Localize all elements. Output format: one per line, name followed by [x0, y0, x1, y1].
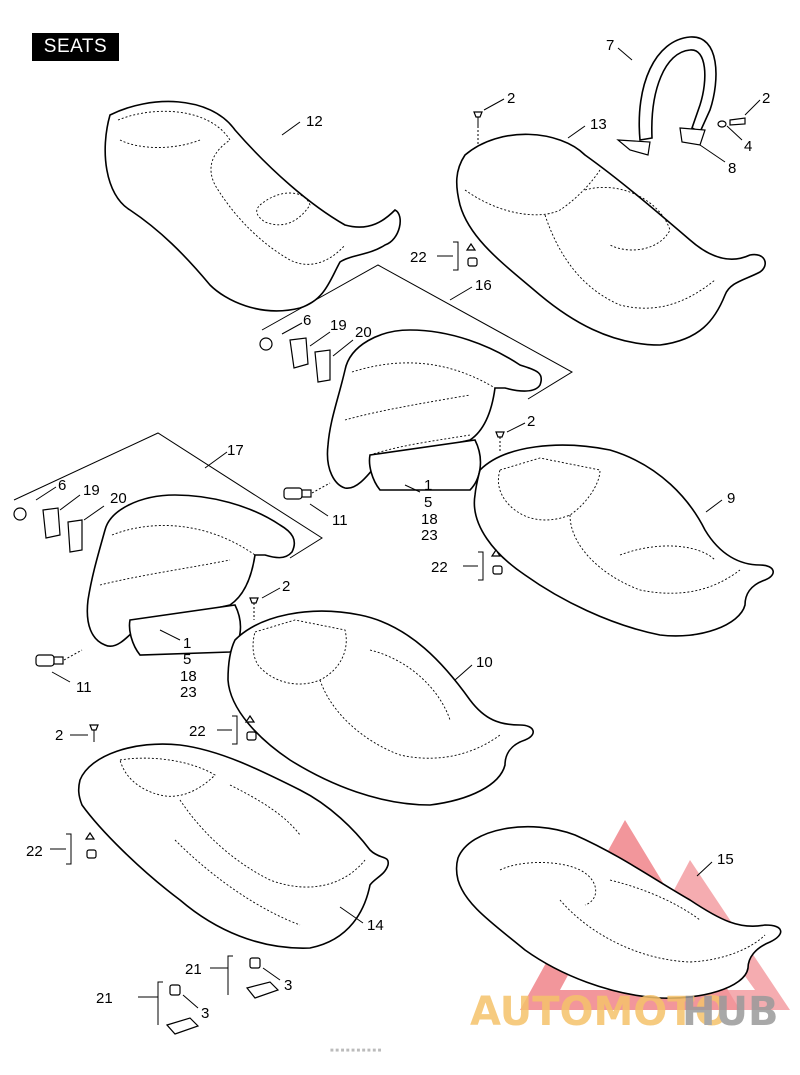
callout-2-b: 2 [762, 90, 770, 107]
callout-18-a: 18 [421, 511, 438, 528]
callout-9: 9 [727, 490, 735, 507]
callout-15: 15 [717, 851, 734, 868]
bolt-part-2 [729, 117, 746, 126]
nut-part-22-a [437, 241, 478, 271]
callout-2-a: 2 [507, 90, 515, 107]
washer-part-4 [717, 120, 727, 128]
screw-part-2-e [89, 724, 99, 742]
callout-22-d: 22 [26, 843, 43, 860]
callout-22-b: 22 [431, 559, 448, 576]
callout-10: 10 [476, 654, 493, 671]
callout-2-d: 2 [282, 578, 290, 595]
callout-12: 12 [306, 113, 323, 130]
callout-13: 13 [590, 116, 607, 133]
callout-22-c: 22 [189, 723, 206, 740]
callout-6-b: 6 [58, 477, 66, 494]
callout-1-b: 1 [183, 635, 191, 652]
callout-2-e: 2 [55, 727, 63, 744]
callout-19-a: 19 [330, 317, 347, 334]
callout-5-a: 5 [424, 494, 432, 511]
callout-20-b: 20 [110, 490, 127, 507]
screw-part-2-c [495, 431, 505, 452]
callout-5-b: 5 [183, 651, 191, 668]
callout-16: 16 [475, 277, 492, 294]
clip-part-21-a [210, 955, 280, 999]
callout-1-a: 1 [424, 477, 432, 494]
watermark-primary: AUTOMOTO [470, 989, 729, 1035]
stud-part-11-b [35, 649, 83, 667]
watermark-text: AUTOMOTO HUB [470, 989, 778, 1035]
seat-part-15 [455, 825, 782, 1000]
callout-11-a: 11 [332, 512, 348, 529]
nut-part-22-b [463, 548, 503, 581]
callout-6-a: 6 [303, 312, 311, 329]
seat-part-14 [77, 743, 390, 949]
callout-3-a: 3 [284, 977, 292, 994]
callout-14: 14 [367, 917, 384, 934]
nut-part-22-d [50, 831, 97, 865]
callout-7: 7 [606, 37, 614, 54]
footer-faint-text: ■ ■ ■ ■ ■ ■ ■ ■ ■ ■ [330, 1048, 382, 1054]
callout-21-a: 21 [185, 961, 202, 978]
screw-part-2 [473, 111, 483, 145]
section-title: SEATS [32, 33, 119, 61]
callout-18-b: 18 [180, 668, 197, 685]
seat-part-12 [104, 100, 401, 312]
backrest-group-part-16 [259, 264, 573, 491]
callout-4: 4 [744, 138, 752, 155]
stud-part-11-a [283, 482, 331, 500]
seat-part-9 [473, 444, 774, 637]
watermark-secondary: HUB [682, 989, 778, 1035]
nut-part-22-c [217, 714, 257, 745]
callout-8: 8 [728, 160, 736, 177]
callout-11-b: 11 [76, 679, 92, 696]
callout-23-b: 23 [180, 684, 197, 701]
callout-17: 17 [227, 442, 244, 459]
callout-2-c: 2 [527, 413, 535, 430]
seat-part-10 [227, 610, 534, 806]
callout-23-a: 23 [421, 527, 438, 544]
seat-part-13 [455, 133, 766, 346]
callout-21-b: 21 [96, 990, 113, 1007]
callout-19-b: 19 [83, 482, 100, 499]
backrest-bar-part-7 [616, 36, 717, 156]
callout-22-a: 22 [410, 249, 427, 266]
screw-part-2-d [249, 597, 259, 620]
callout-3-b: 3 [201, 1005, 209, 1022]
backrest-group-part-17 [13, 432, 323, 656]
callout-20-a: 20 [355, 324, 372, 341]
clip-part-21-b [138, 981, 200, 1035]
